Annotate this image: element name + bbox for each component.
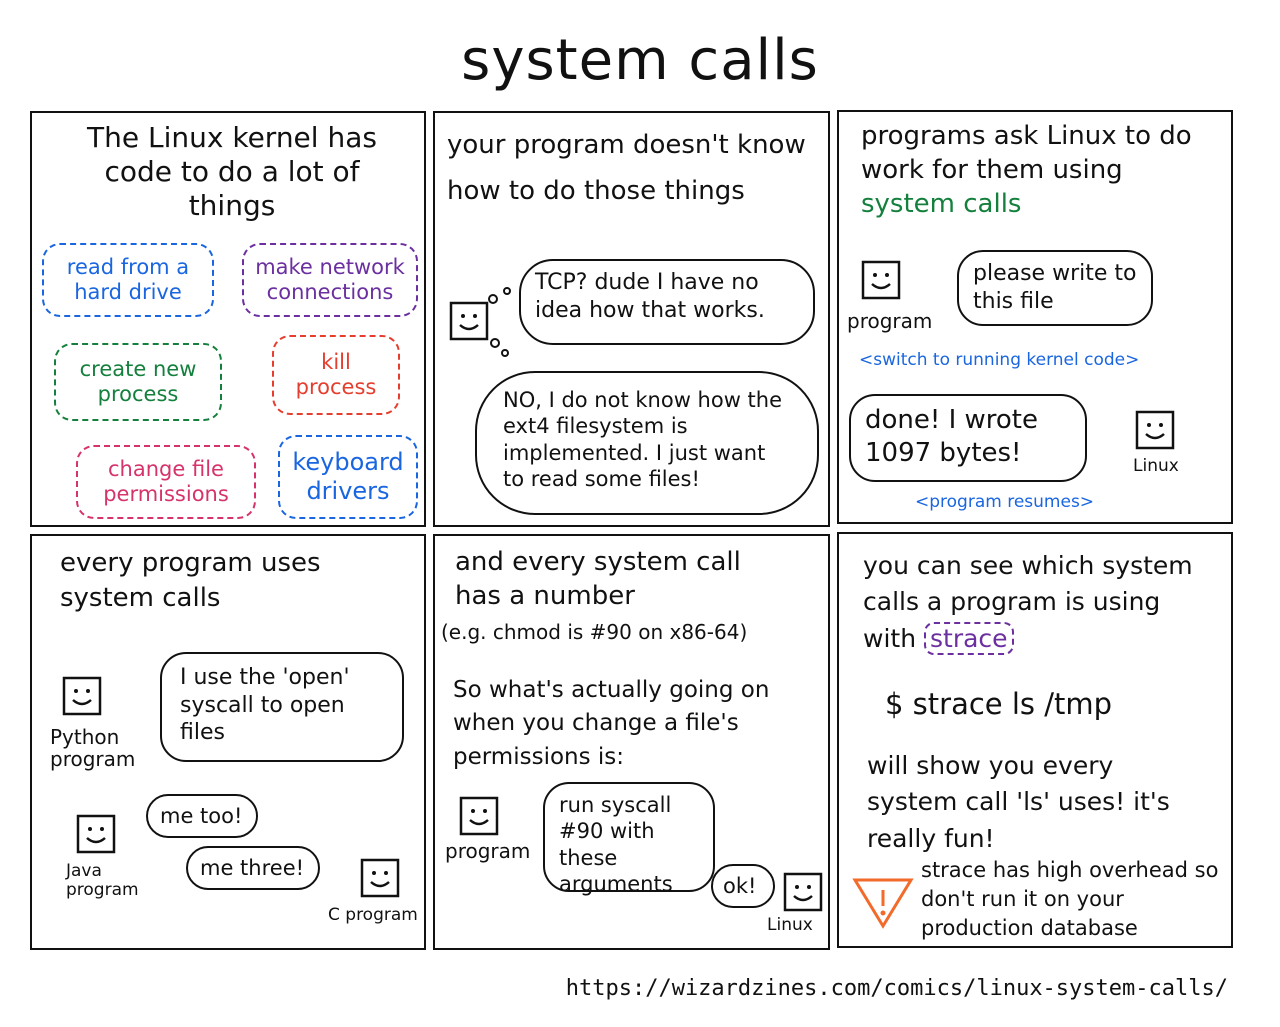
panel-strace: you can see which system calls a program… [837,532,1233,948]
strace-warning: strace has high overhead so don't run it… [921,858,1219,940]
panel6-heading-text: you can see which system calls a program… [863,551,1193,653]
cloud-create-process: create new process [54,343,222,421]
panel1-heading: The Linux kernel has code to do a lot of… [87,121,377,223]
cloud-kill-process: kill process [272,335,400,415]
speech-bubble-java: me too! [146,794,258,838]
speech-bubble-ok: ok! [711,864,775,908]
panel4-heading: every program uses system calls [60,548,321,614]
thought-bubble-ext4: NO, I do not know how the ext4 filesyste… [475,371,819,515]
linux-label: Linux [767,915,813,935]
program-label: program [847,309,933,333]
panel3-heading-highlight: system calls [861,188,1022,219]
panel5-question: So what's actually going on when you cha… [453,677,770,770]
panel-program-doesnt-know: your program doesn't know how to do thos… [433,111,830,527]
c-label: C program [328,905,418,925]
program-label: program [445,839,531,863]
c-face-icon [360,858,400,898]
program-face-icon [459,796,499,836]
panel6-heading: you can see which system calls a program… [863,548,1213,657]
thought-dots-icon [488,287,511,357]
speech-bubble-write-request: please write to this file [957,250,1153,326]
panel-every-program: every program uses system calls Python p… [30,534,426,950]
thought-bubble-tcp: TCP? dude I have no idea how that works. [519,259,815,345]
java-face-icon [76,814,116,854]
linux-label: Linux [1133,456,1179,476]
panel3-heading: programs ask Linux to do work for them u… [861,120,1211,221]
linux-face-icon [783,872,823,912]
switch-kernel-note: <switch to running kernel code> [859,350,1140,370]
cloud-network-connections: make network connections [242,243,418,317]
cloud-read-hard-drive: read from a hard drive [42,243,214,317]
panel2-heading: your program doesn't know how to do thos… [447,130,806,206]
panel-syscall-number: and every system call has a number (e.g.… [433,534,830,950]
java-label: Java program [66,861,139,900]
linux-face-icon [1135,410,1175,450]
strace-highlight: strace [924,621,1014,655]
panel5-example: (e.g. chmod is #90 on x86-64) [441,620,748,644]
page-title: system calls [461,28,819,93]
program-face-icon [861,260,901,300]
footer-url[interactable]: https://wizardzines.com/comics/linux-sys… [565,976,1228,1001]
program-face-icon [449,301,489,341]
speech-bubble-run-syscall: run syscall #90 with these arguments [543,782,715,896]
warning-triangle-icon [852,878,914,929]
speech-bubble-python: I use the 'open' syscall to open files [160,652,404,762]
panel3-heading-text: programs ask Linux to do work for them u… [861,121,1192,185]
speech-bubble-done: done! I wrote 1097 bytes! [849,394,1087,482]
speech-bubble-c: me three! [186,846,320,890]
strace-command: $ strace ls /tmp [885,687,1113,721]
python-label: Python program [50,725,136,771]
strace-explanation: will show you every system call 'ls' use… [867,751,1170,853]
program-resumes-note: <program resumes> [915,492,1095,512]
panel5-heading: and every system call has a number [455,547,741,611]
panel-kernel-code: The Linux kernel has code to do a lot of… [30,111,426,527]
cloud-keyboard-drivers: keyboard drivers [278,435,418,519]
panel-programs-ask-linux: programs ask Linux to do work for them u… [837,110,1233,524]
cloud-change-permissions: change file permissions [76,445,256,519]
python-face-icon [62,676,102,716]
